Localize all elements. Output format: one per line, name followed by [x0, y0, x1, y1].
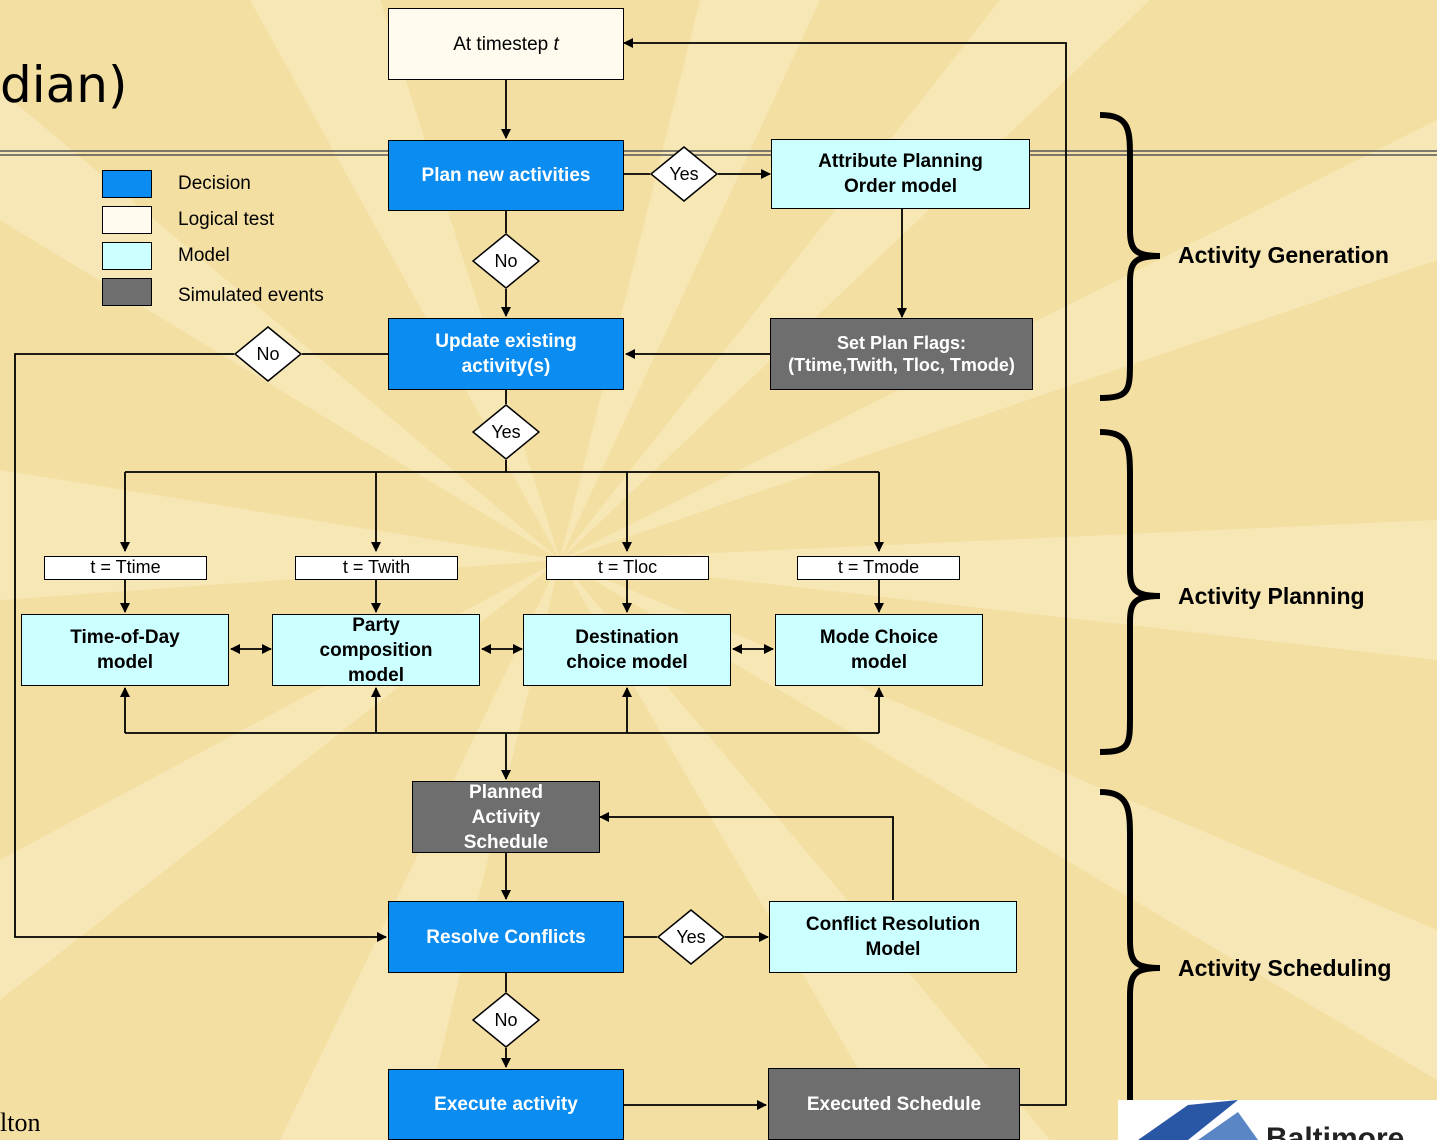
timestep-variable: t: [553, 33, 559, 55]
at-timestep-node: At timestep t: [388, 8, 624, 80]
legend-label-decision: Decision: [178, 173, 251, 194]
legend-label-logical-test: Logical test: [178, 209, 275, 230]
legend-label-simulated-events: Simulated events: [178, 285, 324, 306]
legend-label-model: Model: [178, 245, 230, 266]
test-update-yes-label: Yes: [491, 421, 521, 442]
test-update-no: No: [234, 326, 302, 382]
condition-twith: t = Twith: [295, 556, 458, 580]
phase-activity-planning: Activity Planning: [1178, 583, 1365, 609]
condition-ttime: t = Ttime: [44, 556, 207, 580]
test-conflict-no-label: No: [494, 1009, 518, 1030]
test-update-yes: Yes: [472, 404, 540, 460]
test-plan-yes-label: Yes: [669, 163, 699, 184]
test-plan-no-label: No: [494, 250, 518, 271]
time-of-day-model-node: Time-of-Day model: [21, 614, 229, 686]
phase-activity-generation: Activity Generation: [1178, 242, 1389, 268]
test-plan-no: No: [472, 233, 540, 289]
resolve-conflicts-node: Resolve Conflicts: [388, 901, 624, 973]
execute-activity-node: Execute activity: [388, 1069, 624, 1140]
mode-choice-model-node: Mode Choice model: [775, 614, 983, 686]
planned-activity-schedule-node: Planned Activity Schedule: [412, 781, 600, 853]
test-conflict-yes-label: Yes: [676, 926, 706, 947]
update-existing-activities-node: Update existing activity(s): [388, 318, 624, 390]
attribute-planning-order-model-node: Attribute Planning Order model: [771, 139, 1030, 209]
test-plan-yes: Yes: [650, 146, 718, 202]
phase-braces: [1099, 112, 1161, 1140]
test-update-no-label: No: [256, 343, 280, 364]
condition-tloc: t = Tloc: [546, 556, 709, 580]
at-timestep-label: At timestep: [453, 33, 554, 55]
logo-text: Baltimore: [1266, 1122, 1405, 1140]
test-conflict-no: No: [472, 992, 540, 1048]
legend-swatch-logical-test: [102, 206, 152, 234]
logo-mark-icon: [1138, 1100, 1258, 1140]
destination-choice-model-node: Destination choice model: [523, 614, 731, 686]
executed-schedule-node: Executed Schedule: [768, 1068, 1020, 1140]
legend-swatch-decision: [102, 170, 152, 198]
legend-swatch-model: [102, 242, 152, 270]
legend-swatch-simulated-events: [102, 278, 152, 306]
phase-activity-scheduling: Activity Scheduling: [1178, 955, 1392, 981]
set-plan-flags-node: Set Plan Flags: (Ttime,Twith, Tloc, Tmod…: [770, 318, 1033, 390]
slide-title-fragment: dian): [0, 56, 128, 114]
condition-tmode: t = Tmode: [797, 556, 960, 580]
conflict-resolution-model-node: Conflict Resolution Model: [769, 901, 1017, 973]
baltimore-logo: Baltimore: [1118, 1100, 1437, 1140]
footer-text-fragment: lton: [0, 1108, 41, 1137]
test-conflict-yes: Yes: [657, 909, 725, 965]
plan-new-activities-node: Plan new activities: [388, 140, 624, 211]
party-composition-model-node: Party composition model: [272, 614, 480, 686]
